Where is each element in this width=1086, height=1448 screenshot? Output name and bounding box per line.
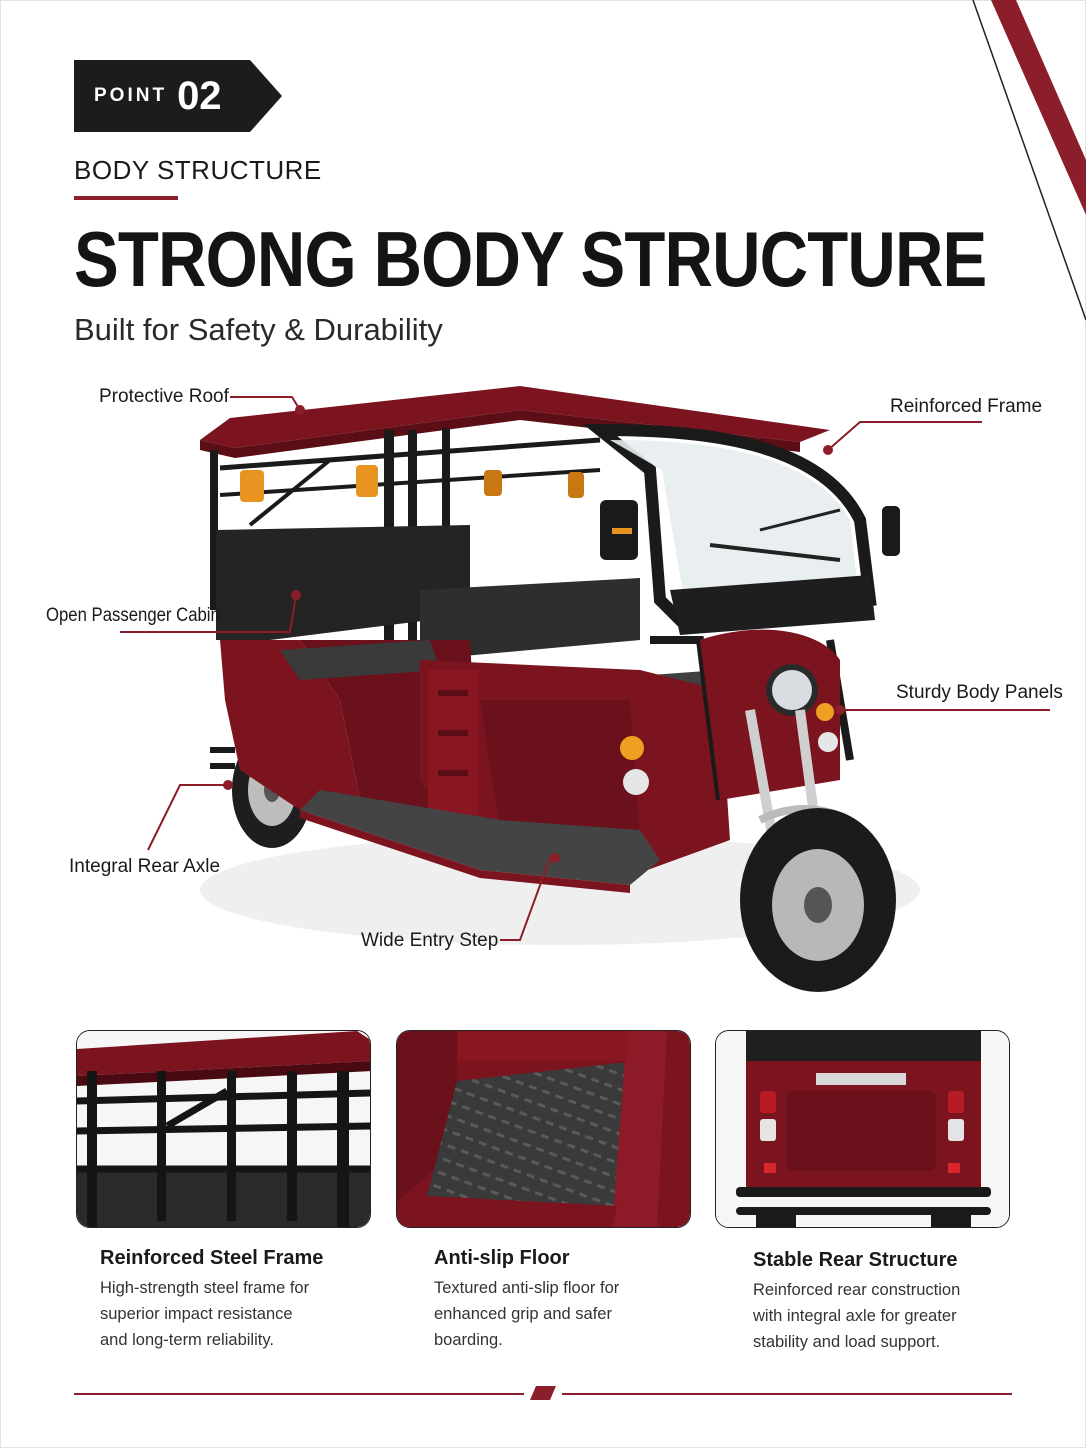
footer-rule-left	[74, 1393, 524, 1395]
badge-word: POINT	[94, 85, 168, 106]
card-anti-slip-floor	[396, 1030, 691, 1228]
feature-desc-rear-structure: Reinforced rear construction with integr…	[753, 1277, 1003, 1355]
callout-reinforced-frame: Reinforced Frame	[890, 396, 1043, 417]
badge-number: 02	[177, 73, 222, 118]
feature-desc-line: Textured anti-slip floor for	[434, 1279, 620, 1297]
feature-desc-line: Reinforced rear construction	[753, 1281, 961, 1299]
callout-wide-entry-step: Wide Entry Step	[361, 930, 499, 951]
callout-sturdy-body-panels: Sturdy Body Panels	[896, 682, 1063, 703]
feature-desc-line: High-strength steel frame for	[100, 1279, 310, 1297]
card-steel-frame	[76, 1030, 371, 1228]
section-rule	[74, 196, 178, 200]
section-label: BODY STRUCTURE	[74, 155, 322, 185]
footer-rule-right	[562, 1393, 1012, 1395]
feature-title-rear-structure: Stable Rear Structure	[753, 1249, 958, 1271]
callout-integral-rear-axle: Integral Rear Axle	[69, 856, 221, 877]
point-badge: POINT 02	[74, 60, 282, 132]
callout-open-passenger-cabin: Open Passenger Cabin	[46, 605, 220, 626]
feature-desc-anti-slip-floor: Textured anti-slip floor for enhanced gr…	[434, 1275, 684, 1353]
feature-desc-line: stability and load support.	[753, 1333, 941, 1351]
feature-desc-line: enhanced grip and safer	[434, 1305, 612, 1323]
front-wheel	[740, 808, 896, 992]
footer-divider-mark	[530, 1386, 556, 1400]
page-subtitle: Built for Safety & Durability	[74, 312, 443, 347]
feature-desc-line: and long-term reliability.	[100, 1331, 274, 1349]
page-title: STRONG BODY STRUCTURE	[74, 215, 987, 303]
feature-desc-line: boarding.	[434, 1331, 503, 1349]
e-rickshaw-illustration	[120, 386, 1050, 992]
callout-protective-roof: Protective Roof	[99, 386, 229, 407]
feature-title-anti-slip-floor: Anti-slip Floor	[434, 1247, 570, 1269]
card-rear-structure	[715, 1030, 1010, 1228]
feature-desc-line: superior impact resistance	[100, 1305, 293, 1323]
feature-title-steel-frame: Reinforced Steel Frame	[100, 1247, 324, 1269]
feature-desc-steel-frame: High-strength steel frame for superior i…	[100, 1275, 350, 1353]
corner-stripes	[972, 0, 1086, 321]
feature-desc-line: with integral axle for greater	[753, 1307, 957, 1325]
